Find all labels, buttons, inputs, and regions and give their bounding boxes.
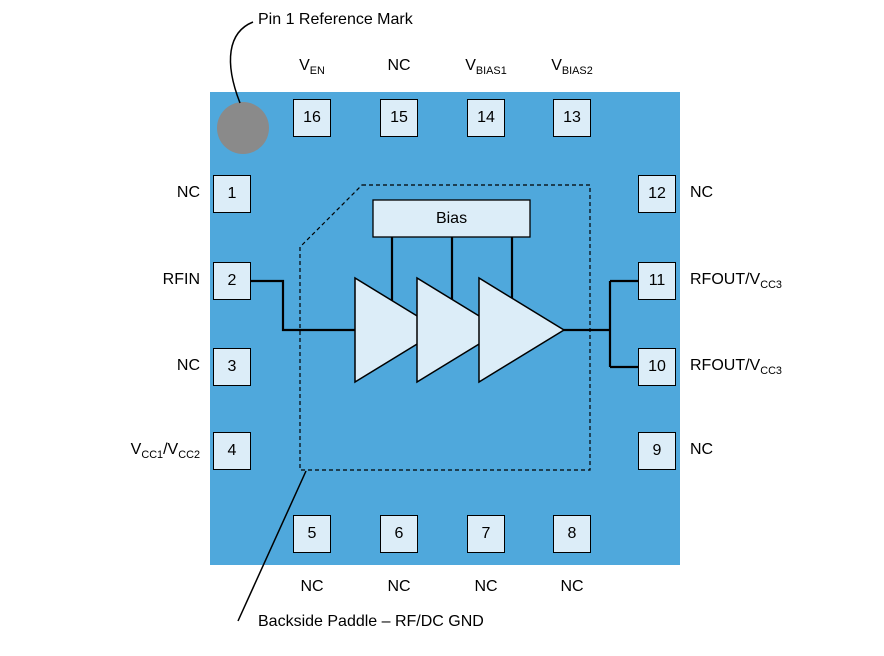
pin-3-label: NC [176, 357, 200, 374]
pin-6: 6 [380, 515, 418, 553]
pin-11-label: RFOUT/VCC3 [690, 271, 782, 292]
pin-16-label: VEN [299, 57, 325, 78]
pin-9-label: NC [690, 441, 714, 458]
chip-package [210, 92, 680, 565]
pin-13: 13 [553, 99, 591, 137]
pin-7-label: NC [474, 578, 498, 595]
pin-4-label: VCC1/VCC2 [130, 441, 200, 462]
pin-3: 3 [213, 348, 251, 386]
pin-15: 15 [380, 99, 418, 137]
pin-7: 7 [467, 515, 505, 553]
pin-8-label: NC [560, 578, 584, 595]
pin-6-label: NC [387, 578, 411, 595]
pin-14-label: VBIAS1 [465, 57, 507, 78]
pin-13-label: VBIAS2 [551, 57, 593, 78]
pin-4: 4 [213, 432, 251, 470]
pin-1-label: NC [176, 184, 200, 201]
pin-11: 11 [638, 262, 676, 300]
pin-9: 9 [638, 432, 676, 470]
pin-2-label: RFIN [162, 271, 200, 288]
pin-1: 1 [213, 175, 251, 213]
pin1-pointer-line [229, 21, 254, 104]
pin-12: 12 [638, 175, 676, 213]
backside-paddle-label: Backside Paddle – RF/DC GND [258, 613, 484, 630]
pin-8: 8 [553, 515, 591, 553]
pin-12-label: NC [690, 184, 714, 201]
pin-14: 14 [467, 99, 505, 137]
pin1-reference-label: Pin 1 Reference Mark [258, 11, 413, 28]
pin-2: 2 [213, 262, 251, 300]
bias-label: Bias [435, 209, 468, 227]
pin-16: 16 [293, 99, 331, 137]
pin-15-label: NC [387, 57, 411, 74]
pin-10: 10 [638, 348, 676, 386]
pin-5: 5 [293, 515, 331, 553]
pin-5-label: NC [300, 578, 324, 595]
pin-10-label: RFOUT/VCC3 [690, 357, 782, 378]
